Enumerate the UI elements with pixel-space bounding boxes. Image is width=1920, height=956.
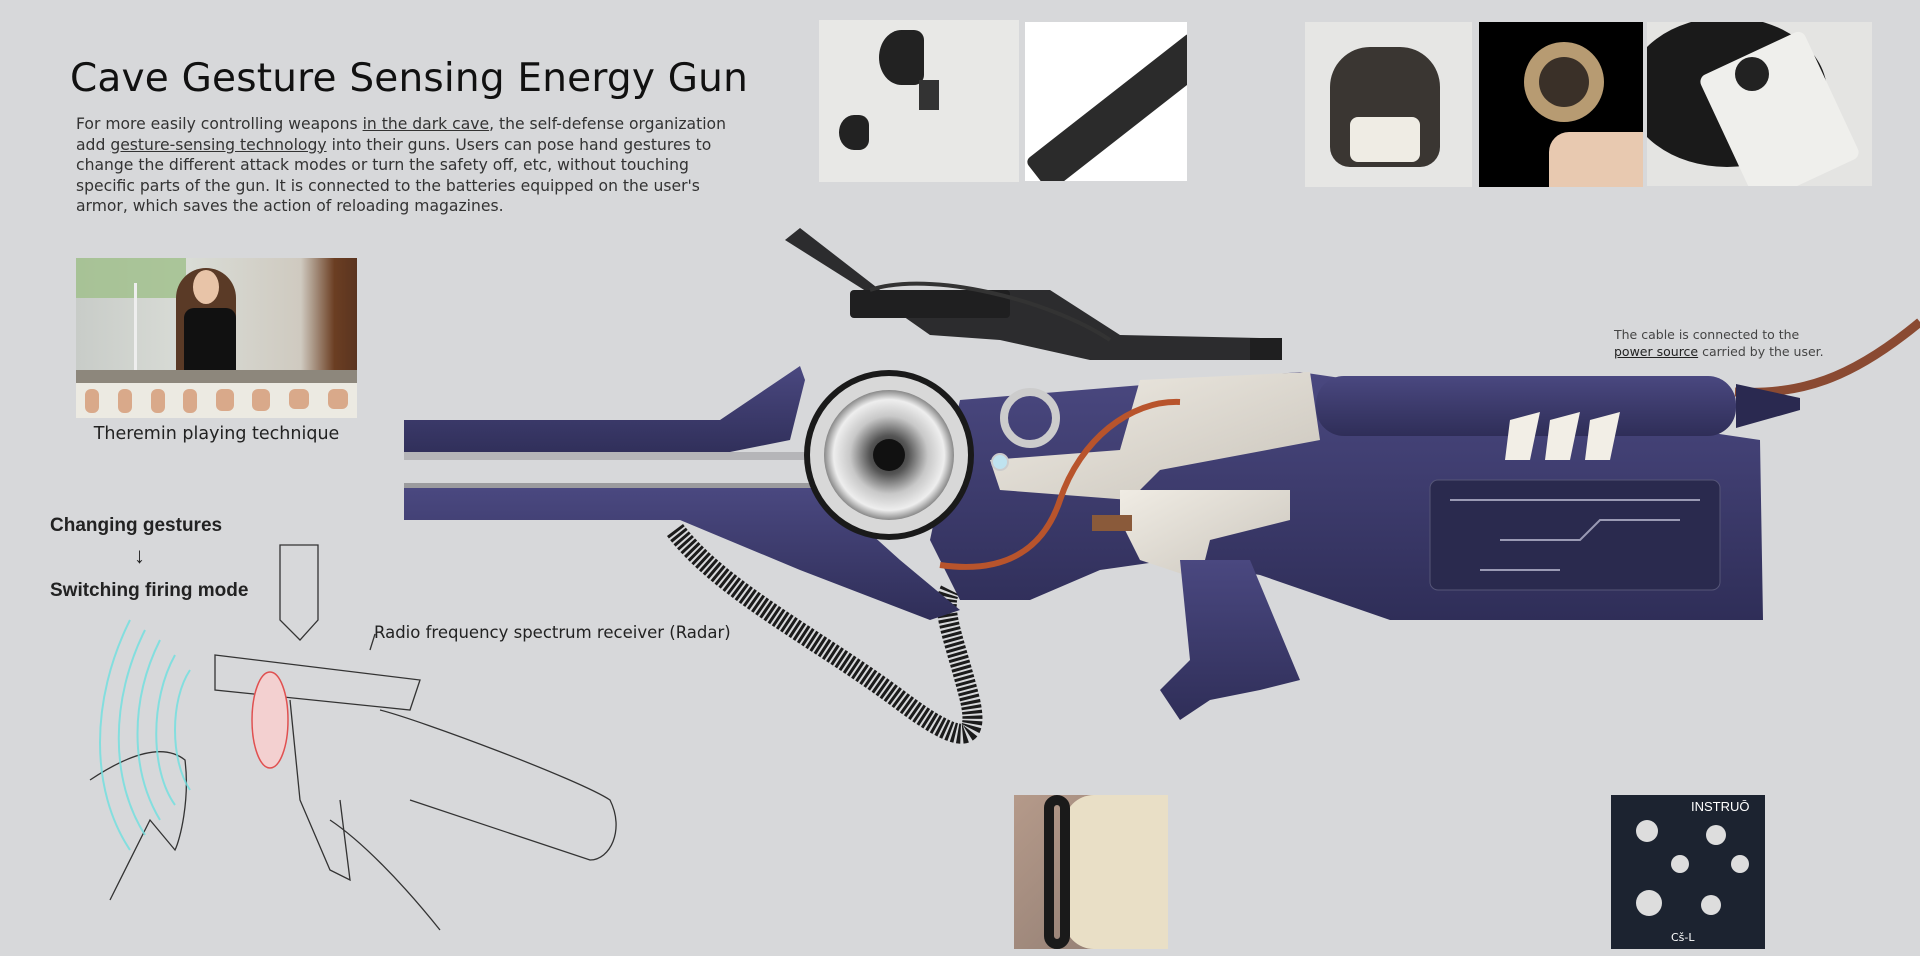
- theremin-photo: [76, 258, 357, 383]
- hand-gestures-strip: [76, 383, 357, 418]
- barrel-shroud: [1316, 376, 1736, 436]
- stock-panel: [1429, 479, 1721, 591]
- reference-lounge-chair: [1305, 22, 1472, 187]
- power-cable: [1734, 318, 1920, 397]
- gauge-icon: [991, 453, 1009, 471]
- cable-note-line1: The cable is connected to the: [1614, 327, 1800, 342]
- instruo-logo: INSTRUŌ: [1691, 799, 1750, 814]
- upper-barrel: [404, 366, 805, 458]
- top-rail: [785, 228, 1280, 360]
- radar-waves-icon: [99, 619, 191, 851]
- orange-tube: [939, 398, 1181, 570]
- rear-sight: [1250, 338, 1282, 360]
- cable-note-line2: carried by the user.: [1698, 344, 1824, 359]
- reference-instruo-module: INSTRUŌ Cš-L: [1611, 795, 1765, 949]
- coiled-cable: [667, 523, 983, 744]
- arrow-down-icon: ↓: [134, 543, 145, 568]
- trigger-guard-panel: [1120, 490, 1290, 580]
- theremin-caption: Theremin playing technique: [93, 424, 340, 444]
- radar-label: Radio frequency spectrum receiver (Radar…: [374, 623, 731, 642]
- dial-ring: [1000, 388, 1060, 448]
- reference-microphone: [1479, 22, 1643, 187]
- rail-cable: [869, 281, 1112, 342]
- pistol-grip: [1160, 560, 1300, 720]
- gesture-step-1: Changing gestures: [50, 515, 223, 536]
- speaker-center: [873, 439, 905, 471]
- trigger: [1092, 515, 1132, 531]
- muzzle-cone: [1736, 384, 1800, 428]
- intro-text: , the self-defense organization add: [76, 115, 726, 154]
- intro-text: For more easily controlling weapons: [76, 115, 363, 133]
- highlight-dark-cave: in the dark cave: [362, 115, 490, 133]
- barrel-rail-strip: [404, 452, 884, 460]
- highlight-gesture-sensing: gesture-sensing technology: [110, 135, 327, 154]
- reference-gun-stock: [1025, 22, 1187, 181]
- gesture-step-2: Switching firing mode: [50, 580, 249, 601]
- reference-record-player: [1647, 22, 1872, 186]
- lower-barrel-rail: [404, 483, 854, 489]
- circuit-lines: [1450, 499, 1700, 571]
- highlight-power-source: power source: [1614, 344, 1699, 359]
- cable-note: The cable is connected to the power sour…: [1614, 326, 1824, 360]
- radar-sketch: [89, 544, 617, 931]
- intro-text: into their guns. Users can pose hand ges…: [76, 135, 712, 216]
- reference-horn-speaker: [819, 20, 1019, 182]
- reference-coiled-cable: [1014, 795, 1168, 949]
- lower-barrel: [404, 488, 960, 620]
- radar-receiver: [251, 671, 289, 769]
- page-title: Cave Gesture Sensing Energy Gun: [70, 56, 748, 101]
- rail-grip: [850, 290, 1010, 318]
- intro-paragraph: For more easily controlling weapons in t…: [76, 114, 736, 217]
- chevron-markings: [1505, 412, 1620, 460]
